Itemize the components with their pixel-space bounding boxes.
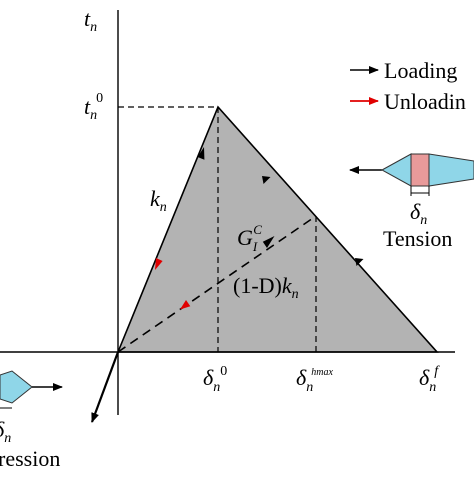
fracture-energy-label: GIC <box>237 222 262 254</box>
tension-right-body <box>428 153 474 187</box>
tension-gap <box>410 153 430 187</box>
legend-loading-label: Loading <box>384 58 457 83</box>
tension-left-body <box>380 153 412 187</box>
legend-unloading-label: Unloadin <box>384 89 466 114</box>
loading-arrow-descending-2 <box>355 258 364 266</box>
tension-caption: Tension <box>383 226 452 251</box>
unloading-dashed-line <box>117 215 317 353</box>
compression-inset: δn ression <box>0 370 63 471</box>
deltaf-label: δnf <box>419 364 440 395</box>
compression-body <box>0 370 33 404</box>
peak-traction-label: tn0 <box>84 91 103 123</box>
unloading-arrow-on-dashed <box>180 300 191 310</box>
compression-delta-label: δn <box>0 417 11 446</box>
unloading-arrow-upper <box>262 236 275 248</box>
compression-line <box>90 351 120 423</box>
tension-inset: δn Tension <box>349 153 474 251</box>
deltamax-label: δnhmax <box>296 365 333 395</box>
loading-arrow-descending-1 <box>262 176 271 184</box>
delta0-label: δn0 <box>203 364 227 395</box>
loading-arrow-ascending <box>197 147 205 160</box>
unloading-arrow-on-kn <box>155 258 163 270</box>
tension-delta-label: δn <box>410 199 427 228</box>
compression-caption: ression <box>0 446 60 471</box>
degraded-stiffness-label: (1-D)kn <box>233 273 299 302</box>
kn-slope-label: kn <box>150 186 167 215</box>
y-axis-label: tn <box>84 6 97 35</box>
